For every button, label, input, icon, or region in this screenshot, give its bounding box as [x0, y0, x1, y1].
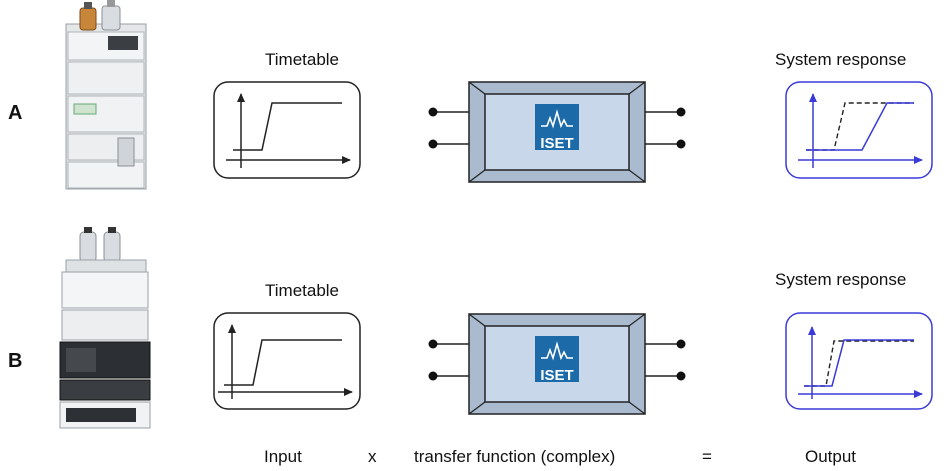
system-response-label-b: System response [775, 270, 907, 289]
iset-logo-text-b: ISET [540, 367, 573, 384]
transfer-function-box-b [427, 313, 687, 415]
iset-logo-text-a: ISET [540, 135, 573, 152]
equation-transfer: transfer function (complex) [414, 447, 616, 466]
system-response-panel-a [785, 81, 933, 179]
system-response-label-a: System response [775, 50, 907, 69]
system-response-panel-b [785, 312, 933, 410]
timetable-label-b: Timetable [265, 281, 340, 300]
hplc-stack-a-image [65, 0, 147, 190]
equation-times: x [368, 447, 377, 466]
timetable-panel-a [213, 81, 361, 179]
hplc-stack-b-image [59, 226, 151, 429]
timetable-panel-b [213, 312, 361, 410]
timetable-label-a: Timetable [265, 50, 340, 69]
equation-equals: = [702, 447, 712, 466]
row-label-a: A [8, 102, 23, 124]
equation-output: Output [805, 447, 857, 466]
transfer-function-box-a [427, 81, 687, 183]
equation-input: Input [264, 447, 302, 466]
row-label-b: B [8, 350, 23, 372]
